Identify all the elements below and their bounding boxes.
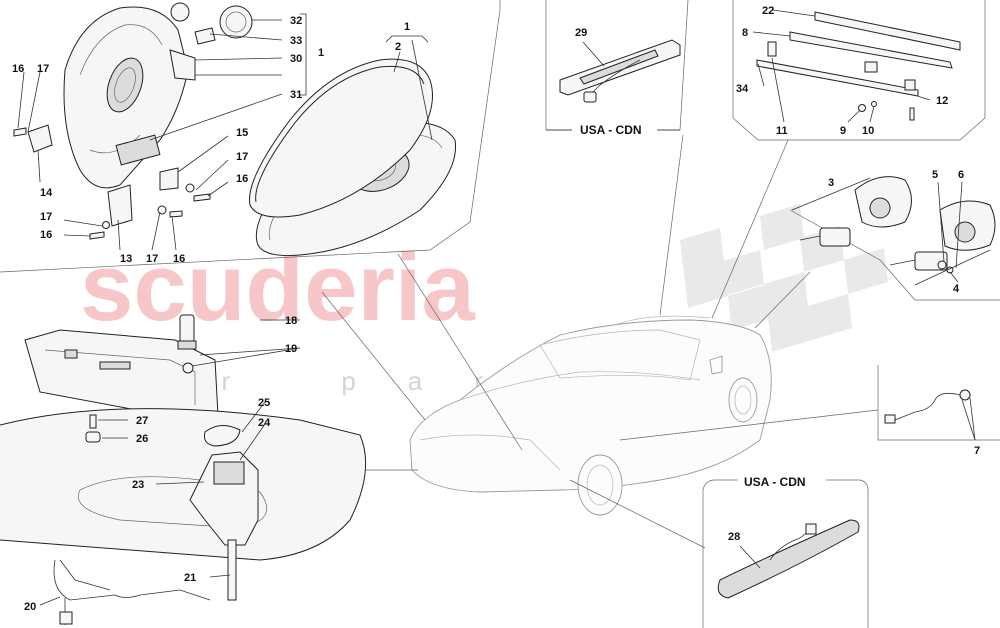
callout-19: 19	[285, 343, 297, 355]
callout-15: 15	[236, 127, 248, 139]
callout-16c: 16	[40, 229, 52, 241]
region-labels: USA - CDN USA - CDN	[546, 122, 826, 490]
region-label-usa-cdn-bottom: USA - CDN	[744, 475, 806, 489]
leader-lines	[17, 9, 976, 606]
headlamp-washer-system	[0, 314, 367, 625]
callout-18: 18	[285, 315, 297, 327]
callout-32: 32	[290, 15, 302, 27]
callout-30: 30	[290, 53, 302, 65]
rear-lamps	[791, 176, 996, 286]
side-marker-lamp	[884, 389, 971, 424]
callout-26: 26	[136, 433, 148, 445]
callout-17c: 17	[40, 211, 52, 223]
callout-14: 14	[40, 187, 53, 199]
headlamp-lens-and-seal	[249, 58, 457, 256]
callout-3: 3	[828, 177, 834, 189]
callout-27: 27	[136, 415, 148, 427]
callout-1a: 1	[318, 47, 324, 59]
callout-25: 25	[258, 397, 270, 409]
third-brake-light-usa	[559, 39, 681, 103]
callout-23: 23	[132, 479, 144, 491]
callout-28: 28	[728, 531, 740, 543]
callout-numbers: 1 1 2 3 4 5 6 7 8 9 10 11 12 13 14 15 16…	[12, 5, 980, 613]
callout-16a: 16	[12, 63, 24, 75]
callout-20: 20	[24, 601, 36, 613]
callout-5: 5	[932, 169, 938, 181]
callout-24: 24	[258, 417, 271, 429]
callout-11: 11	[776, 125, 788, 137]
high-mounted-stop-lamp	[756, 11, 961, 121]
car-illustration	[409, 315, 772, 516]
callout-22: 22	[762, 5, 774, 17]
callout-16d: 16	[173, 253, 185, 265]
callout-17a: 17	[37, 63, 49, 75]
callout-16b: 16	[236, 173, 248, 185]
callout-33: 33	[290, 35, 302, 47]
callout-29: 29	[575, 27, 587, 39]
callout-12: 12	[936, 95, 948, 107]
callout-9: 9	[840, 125, 846, 137]
side-reflector-usa	[717, 519, 860, 599]
callout-34: 34	[736, 83, 749, 95]
callout-6: 6	[958, 169, 964, 181]
callout-2: 2	[395, 41, 401, 53]
headlamp-assembly	[13, 2, 253, 240]
checkered-flag-watermark	[680, 204, 888, 352]
callout-17b: 17	[236, 151, 248, 163]
callout-13: 13	[120, 253, 132, 265]
callout-7: 7	[974, 445, 980, 457]
callout-21: 21	[184, 572, 196, 584]
callout-31: 31	[290, 89, 302, 101]
callout-8: 8	[742, 27, 748, 39]
callout-17d: 17	[146, 253, 158, 265]
callout-1b: 1	[404, 21, 410, 33]
region-label-usa-cdn-top: USA - CDN	[580, 123, 642, 137]
callout-4: 4	[953, 283, 960, 295]
callout-10: 10	[862, 125, 874, 137]
